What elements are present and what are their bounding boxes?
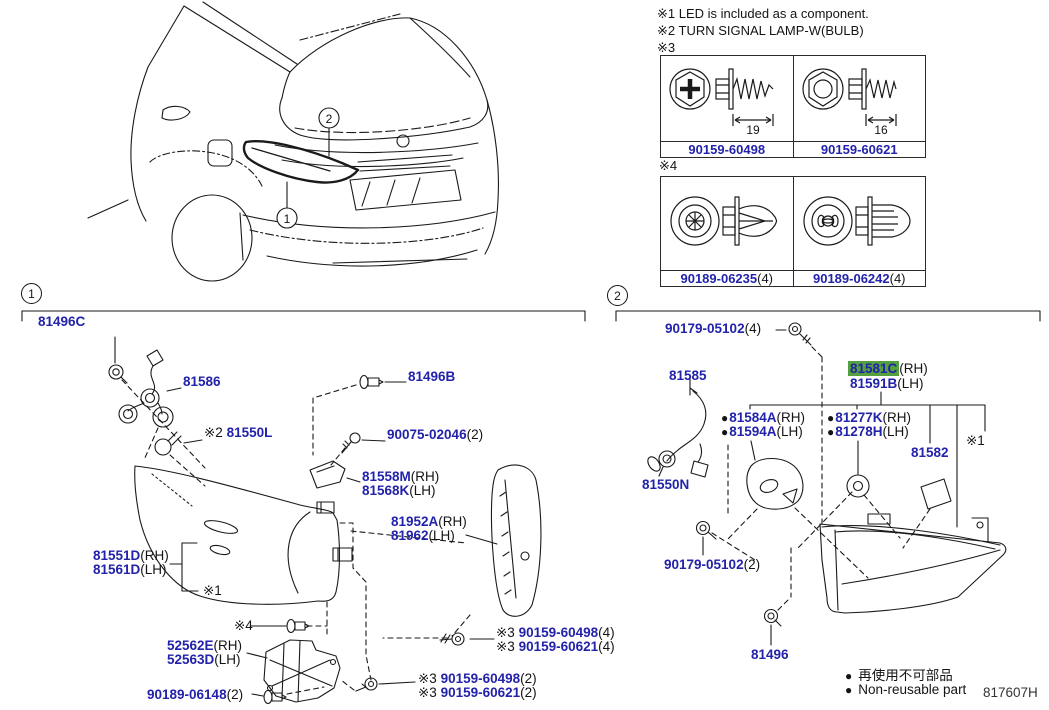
note-ref4-label: ※4 — [659, 158, 678, 173]
screw-cell-60621: 16 — [792, 56, 926, 141]
part-label-81278H[interactable]: ●81278H(LH) — [827, 424, 909, 440]
part-label-90179-05102-x4[interactable]: 90179-05102(4) — [665, 321, 762, 336]
clip-06242-icon — [802, 196, 911, 246]
svg-text:1: 1 — [284, 212, 291, 226]
clip-cell-06235 — [661, 177, 793, 270]
section1-badge: 1 — [21, 283, 42, 304]
clip-cell-06242 — [792, 177, 926, 270]
part-label-81550N[interactable]: 81550N — [642, 477, 690, 492]
part-label-81496B[interactable]: 81496B — [408, 369, 456, 384]
screw-variants-table: 19 16 90159-60498 90159-60621 — [660, 55, 926, 158]
part-label-81568K[interactable]: 81568K(LH) — [362, 483, 436, 498]
part-number-90189-06235[interactable]: 90189-06235(4) — [680, 271, 774, 286]
part-label-81496C[interactable]: 81496C — [38, 314, 86, 329]
ref-note-4-s1: ※4 — [234, 618, 253, 633]
part-label-52562E[interactable]: 52562E(RH) — [167, 638, 243, 653]
part-label-90189-06148[interactable]: 90189-06148(2) — [147, 687, 244, 702]
part-label-81591B[interactable]: 81591B(LH) — [850, 376, 924, 391]
part-label-81594A[interactable]: ●81594A(LH) — [721, 424, 803, 440]
car-callout-2: 2 — [318, 107, 340, 157]
ref-note-1-s2: ※1 — [966, 433, 985, 448]
part-label-90159-60621-x4[interactable]: ※3 90159-60621(4) — [496, 639, 615, 654]
part-label-81581C-highlighted[interactable]: 81581C(RH) — [848, 361, 928, 376]
clip-variants-table: 90189-06235(4) 90189-06242(4) — [660, 176, 926, 287]
part-label-52563D[interactable]: 52563D(LH) — [167, 652, 241, 667]
legend-non-reusable-en: ●Non-reusable part — [845, 682, 967, 697]
part-label-81952A[interactable]: 81952A(RH) — [391, 514, 467, 529]
part-label-81582[interactable]: 81582 — [911, 445, 949, 460]
part-label-81584A[interactable]: ●81584A(RH) — [721, 410, 806, 426]
part-label-81585[interactable]: 81585 — [669, 368, 707, 383]
legend-non-reusable-jp: ●再使用不可部品 — [845, 668, 953, 683]
part-number-90189-06242[interactable]: 90189-06242(4) — [792, 271, 926, 286]
svg-text:2: 2 — [326, 112, 333, 126]
part-label-81496[interactable]: 81496 — [751, 647, 789, 662]
part-label-81550L[interactable]: ※2 81550L — [204, 425, 273, 440]
part-label-90159-60498-x4[interactable]: ※3 90159-60498(4) — [496, 625, 615, 640]
section2-badge: 2 — [607, 285, 628, 306]
part-label-90075-02046[interactable]: 90075-02046(2) — [387, 427, 484, 442]
svg-text:19: 19 — [746, 123, 760, 136]
part-label-81962[interactable]: 81962(LH) — [391, 528, 455, 543]
note-turn-signal: ※2 TURN SIGNAL LAMP-W(BULB) — [657, 23, 864, 38]
part-label-81551D[interactable]: 81551D(RH) — [93, 548, 169, 563]
screw-cell-60498: 19 — [661, 56, 793, 141]
part-label-90159-60621-x2[interactable]: ※3 90159-60621(2) — [418, 685, 537, 700]
part-label-81561D[interactable]: 81561D(LH) — [93, 562, 167, 577]
part-label-81277K[interactable]: ●81277K(RH) — [827, 410, 912, 426]
part-label-81558M[interactable]: 81558M(RH) — [362, 469, 440, 484]
part-number-90159-60621[interactable]: 90159-60621 — [792, 142, 926, 157]
ref-note-1-s1: ※1 — [203, 583, 222, 598]
diagram-code: 817607H — [983, 685, 1038, 700]
car-callout-1: 1 — [276, 181, 298, 229]
screw-60621-icon: 16 — [801, 68, 897, 137]
part-label-90179-05102-x2[interactable]: 90179-05102(2) — [664, 557, 761, 572]
part-label-81586[interactable]: 81586 — [183, 374, 221, 389]
svg-text:16: 16 — [874, 123, 888, 136]
note-ref3-label: ※3 — [657, 40, 676, 55]
part-label-90159-60498-x2[interactable]: ※3 90159-60498(2) — [418, 671, 537, 686]
car-rear-illustration: 2 1 — [87, 1, 499, 282]
note-led: ※1 LED is included as a component. — [657, 6, 869, 21]
section1-drawings — [21, 310, 586, 705]
clip-06235-icon — [670, 196, 778, 246]
part-number-90159-60498[interactable]: 90159-60498 — [688, 142, 766, 157]
screw-60498-icon: 19 — [669, 68, 774, 137]
section2-drawings — [615, 310, 1041, 646]
